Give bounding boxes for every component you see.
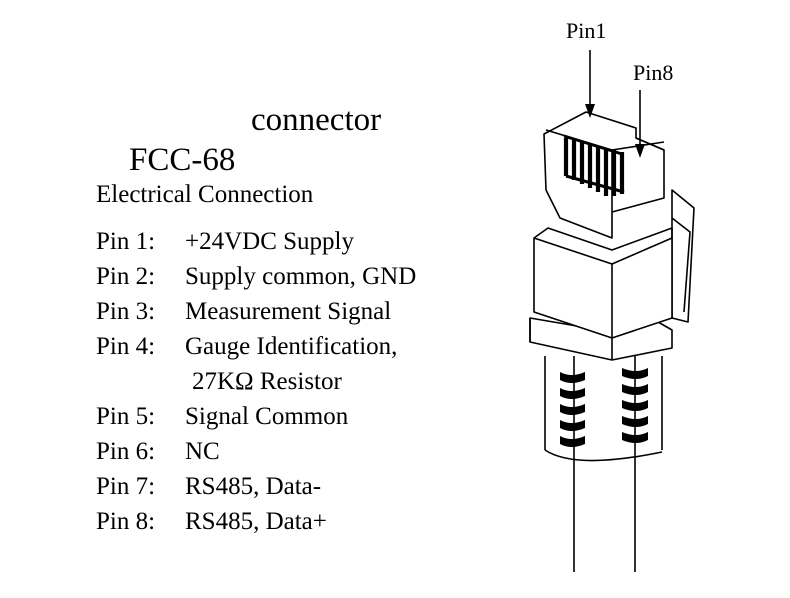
- title-type: connector: [251, 102, 382, 138]
- title-model: FCC-68: [129, 142, 236, 178]
- cable-ribs: [560, 368, 648, 447]
- pin-label: Pin 2:: [96, 263, 156, 290]
- pin-description: Supply common, GND: [185, 263, 417, 290]
- pin1-label: Pin1: [566, 18, 606, 43]
- pin-label: Pin 5:: [96, 403, 156, 430]
- pin-label: Pin 4:: [96, 333, 156, 360]
- pin-description: +24VDC Supply: [185, 228, 354, 255]
- pin-description: Gauge Identification,: [185, 333, 398, 360]
- pin1-arrowhead-icon: [585, 104, 595, 118]
- pin-description: Measurement Signal: [185, 298, 392, 325]
- pin-description: NC: [185, 438, 220, 465]
- plug-lower-body: [533, 227, 673, 339]
- pin-label: Pin 7:: [96, 473, 156, 500]
- pin8-label: Pin8: [633, 60, 673, 85]
- pin-label: Pin 3:: [96, 298, 156, 325]
- latch-tab: [671, 189, 695, 323]
- pin-label: Pin 1:: [96, 228, 156, 255]
- pin-description-continuation: 27KΩ Resistor: [192, 368, 342, 395]
- pin-label: Pin 6:: [96, 438, 156, 465]
- pin-description: RS485, Data+: [185, 508, 327, 535]
- page-title: FCC-68 connector: [96, 100, 381, 260]
- pin1-callout: Pin1: [566, 18, 606, 118]
- pin-label: Pin 8:: [96, 508, 156, 535]
- pin-description: RS485, Data-: [185, 473, 322, 500]
- contact-slots: [563, 134, 625, 194]
- section-heading: Electrical Connection: [96, 181, 314, 208]
- pin-description: Signal Common: [185, 403, 349, 430]
- pin8-arrowhead-icon: [635, 144, 645, 158]
- pin8-callout: Pin8: [633, 60, 673, 158]
